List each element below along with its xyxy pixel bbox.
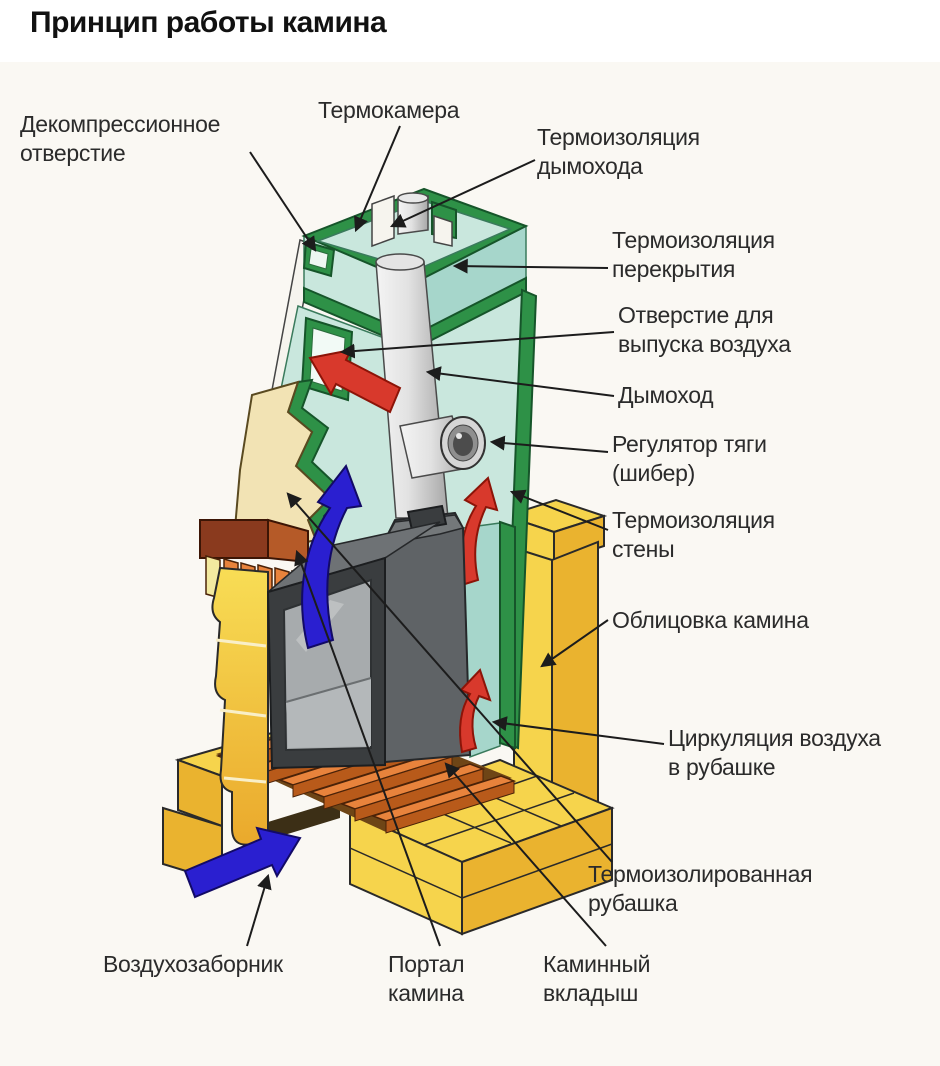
leader-draft-regulator — [489, 435, 609, 453]
label-air-outlet-opening: Отверстие для выпуска воздуха — [618, 302, 791, 357]
cold-air-arrow-inner — [301, 463, 363, 650]
mantel-shelf — [199, 518, 309, 564]
label-draft-regulator: Регулятор тяги (шибер) — [612, 431, 767, 486]
label-fireplace-facing: Облицовка камина — [612, 607, 809, 633]
page-title: Принцип работы камина — [30, 6, 387, 39]
label-air-circulation: Циркуляция воздуха в рубашке — [668, 725, 881, 780]
leader-thermo-chamber — [354, 125, 401, 233]
air-intake-arrow — [183, 826, 302, 899]
leader-fireplace-facing — [540, 619, 609, 668]
leader-lines — [246, 125, 665, 947]
leader-air-outlet — [339, 331, 615, 359]
facing-column-left — [211, 566, 269, 846]
chimney-exit-cap — [371, 192, 457, 248]
label-decompression-hole: Декомпрессионное отверстие — [20, 111, 221, 166]
hot-air-arrow-lower — [459, 668, 492, 754]
leader-decompression-hole — [249, 151, 317, 252]
label-thermo-chamber: Термокамера — [318, 97, 460, 123]
leader-chimney — [425, 366, 615, 397]
label-chimney-insulation: Термоизоляция дымохода — [537, 124, 700, 179]
draft-regulator-damper — [399, 415, 486, 479]
label-wall-insulation: Термоизоляция стены — [612, 507, 775, 562]
leader-insulated-jacket — [286, 492, 613, 863]
label-insulated-jacket: Термоизолированная рубашка — [588, 861, 813, 916]
label-fireplace-insert: Каминный вкладыш — [543, 951, 651, 1006]
leader-ceiling-insulation — [452, 258, 609, 274]
leader-air-intake — [246, 873, 272, 947]
leader-air-circulation — [491, 716, 665, 745]
air-intake-slot — [268, 800, 340, 840]
leader-wall-insulation — [509, 489, 609, 531]
label-air-intake: Воздухозаборник — [103, 951, 283, 977]
leader-fireplace-portal — [294, 549, 441, 947]
label-fireplace-portal: Портал камина — [388, 951, 465, 1006]
leader-chimney-insulation — [389, 159, 536, 228]
label-chimney: Дымоход — [618, 382, 714, 408]
label-ceiling-insulation: Термоизоляция перекрытия — [612, 227, 775, 282]
leader-fireplace-insert — [444, 762, 607, 947]
wall-insulation-lower — [499, 520, 516, 750]
